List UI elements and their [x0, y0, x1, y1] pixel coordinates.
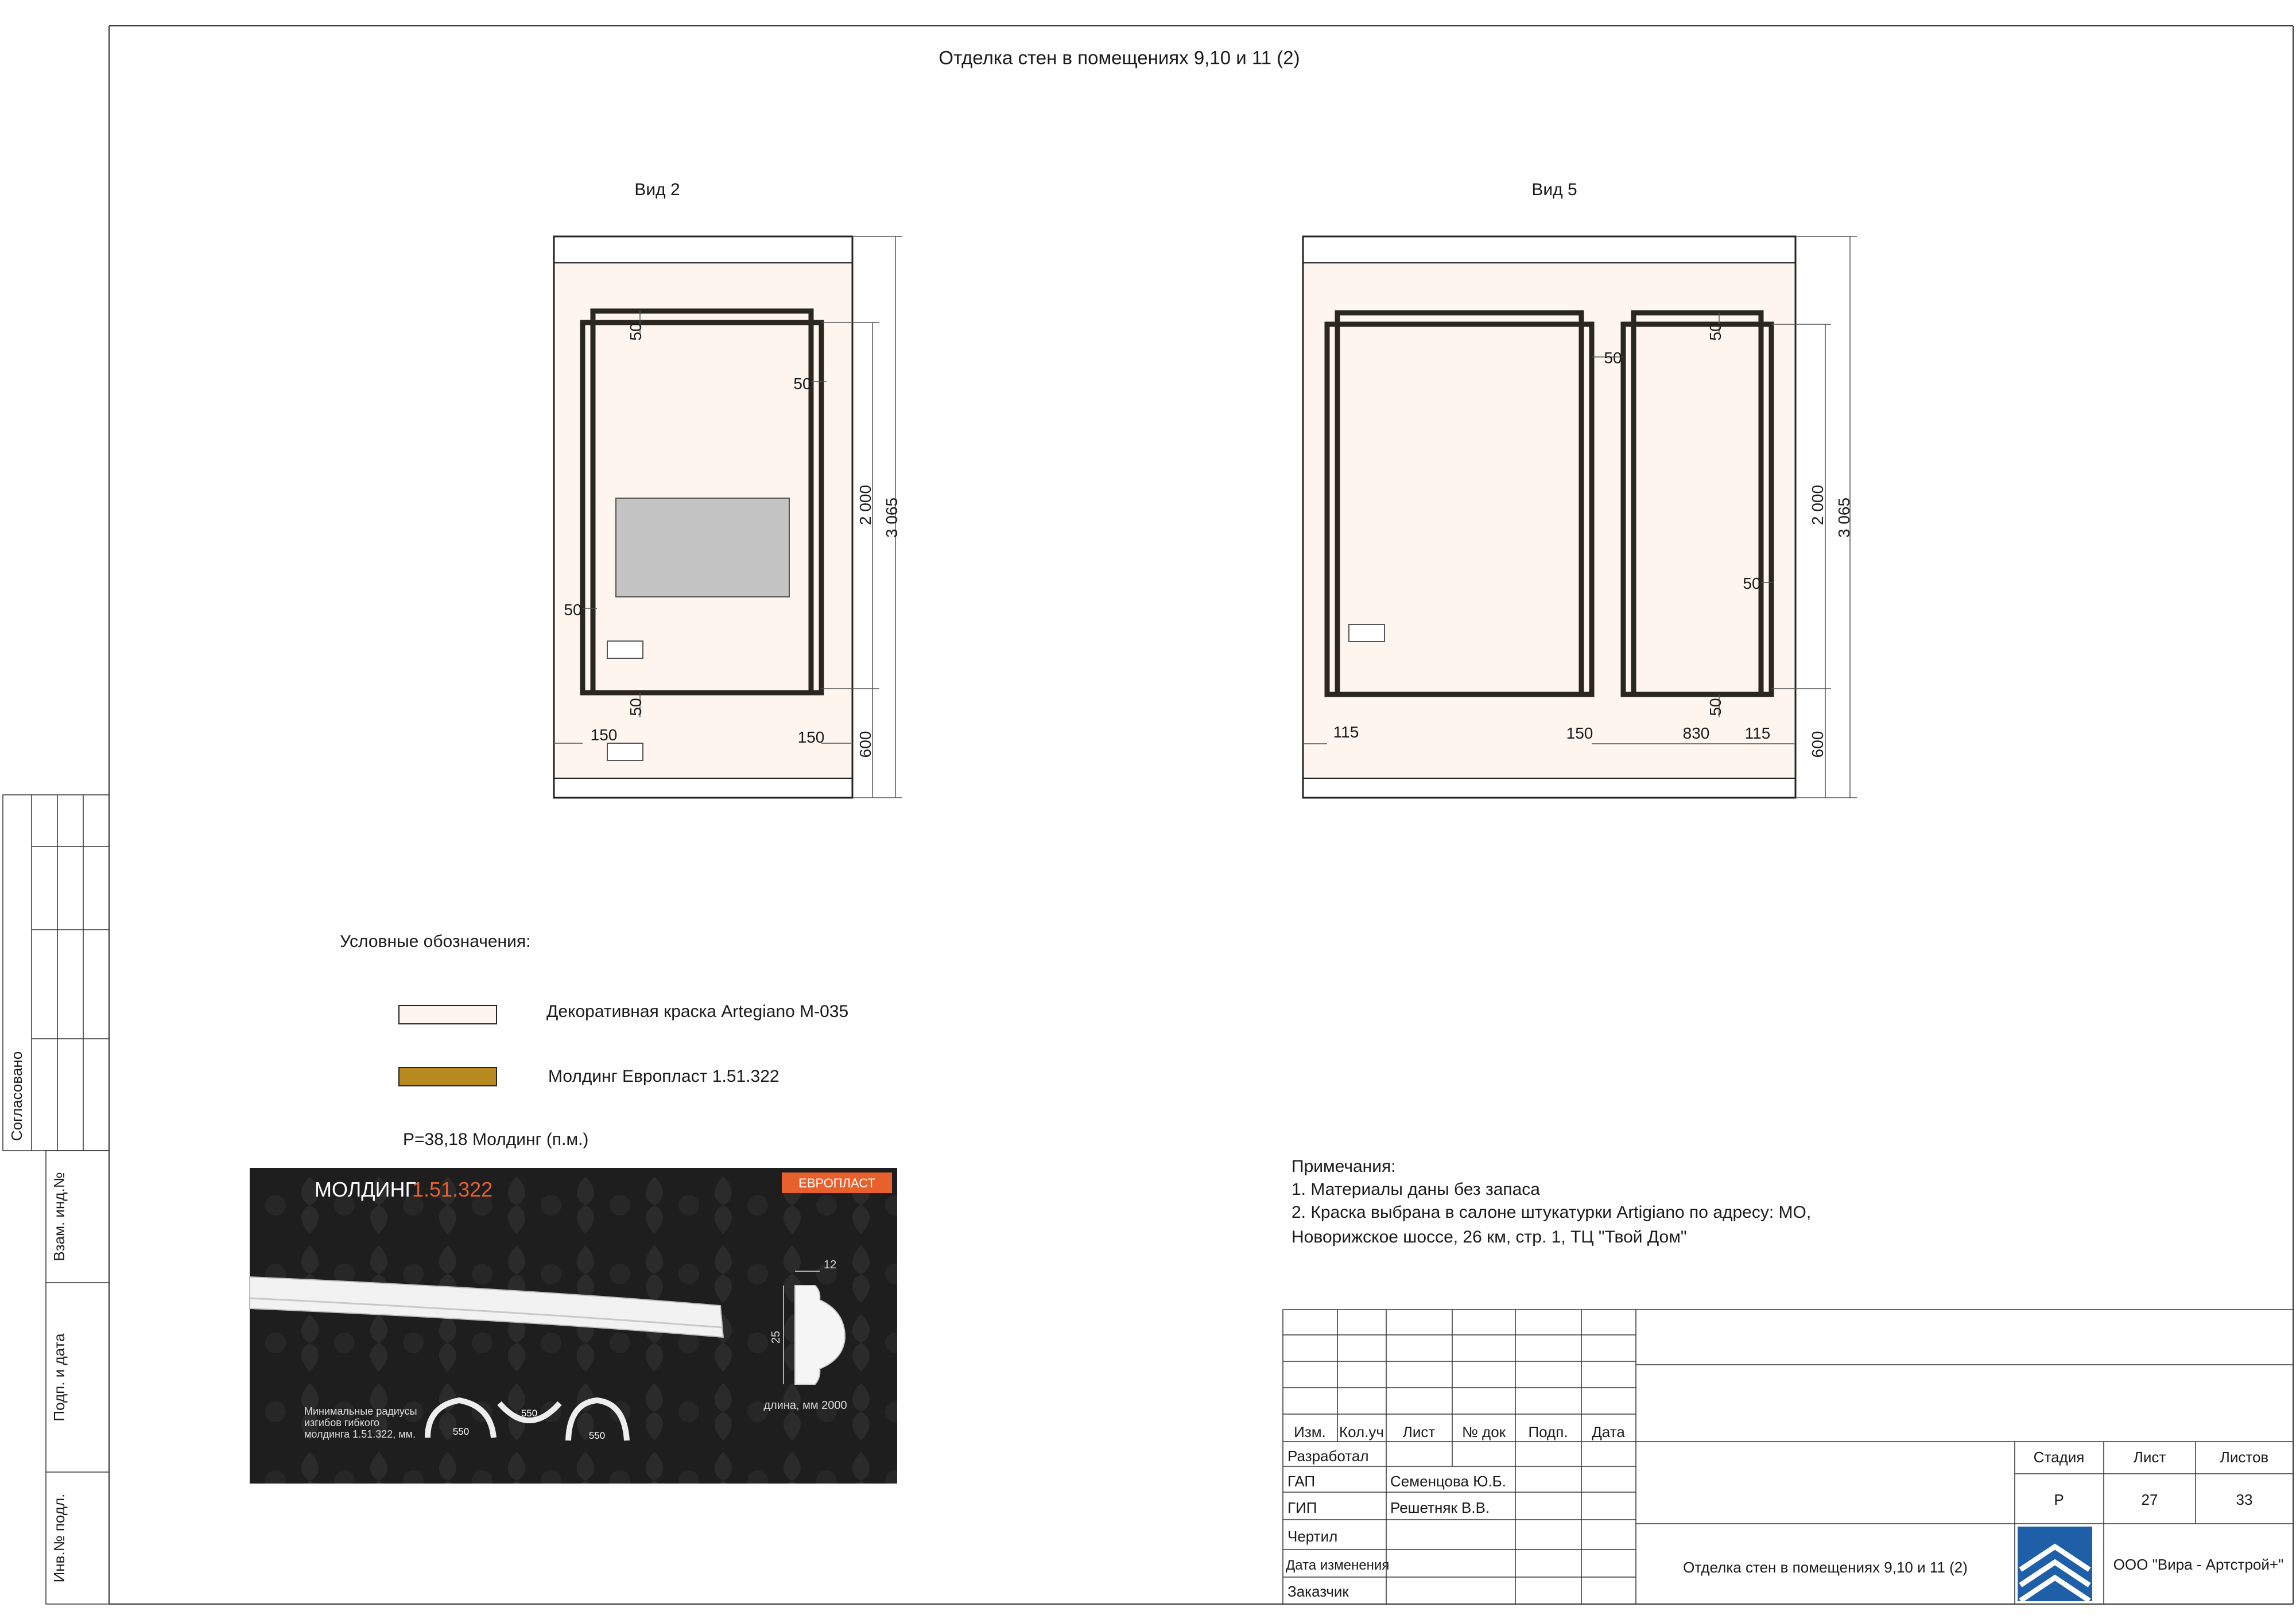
dim-label: 50	[1604, 349, 1622, 367]
notes: Примечания: 1. Материалы даны без запаса…	[1292, 1157, 1811, 1247]
product-image: МОЛДИНГ 1.51.322 ЕВРОПЛАСТ 12 25 длина, …	[249, 1168, 897, 1484]
perimeter-note: P=38,18 Молдинг (п.м.)	[403, 1130, 588, 1149]
stamp-agreed: Согласовано	[8, 1051, 25, 1141]
tb-sheets-label: Листов	[2220, 1449, 2268, 1466]
tb-role: ГИП	[1287, 1499, 1317, 1516]
tv-panel	[615, 498, 790, 597]
legend-swatch-molding	[398, 1067, 497, 1086]
radius-value: 550	[453, 1426, 469, 1437]
tb-header: Кол.уч	[1339, 1423, 1384, 1440]
view-5-title: Вид 5	[1531, 180, 1577, 199]
dim-label: 3 065	[883, 498, 901, 538]
view-5: Вид 5 2 000 3 065	[1302, 180, 1857, 799]
notes-title: Примечания:	[1292, 1157, 1396, 1176]
side-stamp	[2, 794, 110, 1605]
tb-header: № док	[1462, 1423, 1506, 1440]
socket-icon	[1348, 624, 1385, 642]
bend-arc	[497, 1401, 562, 1423]
dim-label: 50	[793, 375, 811, 393]
title-block	[1282, 1309, 2294, 1605]
sheet-title: Отделка стен в помещениях 9,10 и 11 (2)	[938, 47, 1300, 68]
dim-label: 50	[1707, 323, 1724, 340]
tb-role: ГАП	[1287, 1473, 1315, 1490]
dim-label: 600	[1809, 731, 1826, 758]
legend-label-molding: Молдинг Европласт 1.51.322	[548, 1067, 779, 1086]
tb-stage-label: Стадия	[2034, 1449, 2085, 1466]
tb-role: Дата изменения	[1286, 1558, 1389, 1573]
dim-label: 50	[627, 698, 645, 716]
tb-sheet-label: Лист	[2134, 1449, 2166, 1466]
molding-strip	[249, 1276, 724, 1338]
tb-sheet: 27	[2142, 1491, 2158, 1508]
dim-label: 830	[1683, 724, 1710, 742]
dim-label: 50	[564, 601, 581, 619]
dim-label: 2 000	[856, 485, 874, 525]
tb-role: Чертил	[1287, 1528, 1337, 1545]
radius-value: 550	[589, 1430, 605, 1441]
bend-arc	[565, 1397, 630, 1441]
tb-header: Изм.	[1294, 1423, 1326, 1440]
view-5-molding-left-inner	[1324, 321, 1595, 697]
brand-badge	[782, 1172, 892, 1193]
dim-label: 50	[1707, 698, 1724, 716]
radius-note-line: Минимальные радиусы	[304, 1405, 417, 1417]
profile-height: 25	[770, 1331, 782, 1344]
product-name: МОЛДИНГ	[315, 1178, 416, 1201]
tb-header: Дата	[1592, 1423, 1625, 1440]
stamp-inv-original: Инв.№ подл.	[51, 1494, 68, 1583]
product-code: 1.51.322	[412, 1178, 492, 1201]
tb-name: Семенцова Ю.Б.	[1390, 1473, 1506, 1490]
legend-title: Условные обозначения:	[340, 932, 530, 951]
socket-icon	[607, 640, 643, 659]
brand-name: ЕВРОПЛАСТ	[798, 1176, 875, 1190]
bend-arc	[425, 1397, 497, 1438]
notes-line: 2. Краска выбрана в салоне штукатурки Ar…	[1292, 1203, 1811, 1222]
radius-note-line: изгибов гибкого	[304, 1417, 379, 1428]
dim-label: 50	[1743, 574, 1760, 592]
tb-sheets: 33	[2236, 1491, 2253, 1508]
view-2-title: Вид 2	[634, 180, 680, 199]
dim-label: 50	[627, 323, 645, 340]
dim-label: 2 000	[1809, 485, 1826, 525]
legend-label-paint: Декоративная краска Artegiano M-035	[546, 1002, 848, 1021]
dim-label: 3 065	[1835, 498, 1853, 538]
tb-role: Заказчик	[1287, 1583, 1349, 1600]
notes-line: Новорижское шоссе, 26 км, стр. 1, ТЦ "Тв…	[1292, 1228, 1687, 1247]
profile-width: 12	[824, 1259, 836, 1271]
dim-label: 115	[1745, 724, 1771, 742]
socket-icon	[607, 743, 643, 761]
company-logo-icon	[2018, 1527, 2092, 1603]
dim-label: 150	[591, 726, 618, 744]
notes-line: 1. Материалы даны без запаса	[1292, 1180, 1540, 1199]
tb-header: Подп.	[1528, 1423, 1568, 1440]
view-2: Вид 2 2 000 3 065	[553, 180, 902, 799]
molding-profile	[794, 1285, 846, 1385]
stamp-inv-replace: Взам. инд.№	[51, 1172, 68, 1261]
tb-company: ООО "Вира - Артстрой+"	[2113, 1556, 2284, 1573]
legend: Условные обозначения: Декоративная краск…	[340, 932, 848, 1149]
tb-role: Разработал	[1287, 1447, 1369, 1465]
tb-name: Решетняк В.В.	[1390, 1499, 1490, 1516]
dim-label: 600	[856, 731, 874, 758]
tb-stage: Р	[2054, 1491, 2064, 1508]
tb-header: Лист	[1403, 1423, 1436, 1440]
radius-value: 550	[521, 1408, 537, 1419]
legend-swatch-paint	[398, 1005, 497, 1024]
dim-label: 115	[1333, 723, 1359, 741]
view-2-molding-inner	[580, 320, 824, 696]
tb-drawing-title: Отделка стен в помещениях 9,10 и 11 (2)	[1683, 1559, 1968, 1576]
profile-length: длина, мм 2000	[763, 1399, 847, 1412]
dim-label: 150	[1566, 724, 1593, 742]
view-5-molding-right-inner	[1620, 321, 1774, 697]
dim-label: 150	[798, 728, 825, 746]
radius-note-line: молдинга 1.51.322, мм.	[304, 1428, 416, 1440]
stamp-sign-date: Подп. и дата	[51, 1333, 68, 1422]
